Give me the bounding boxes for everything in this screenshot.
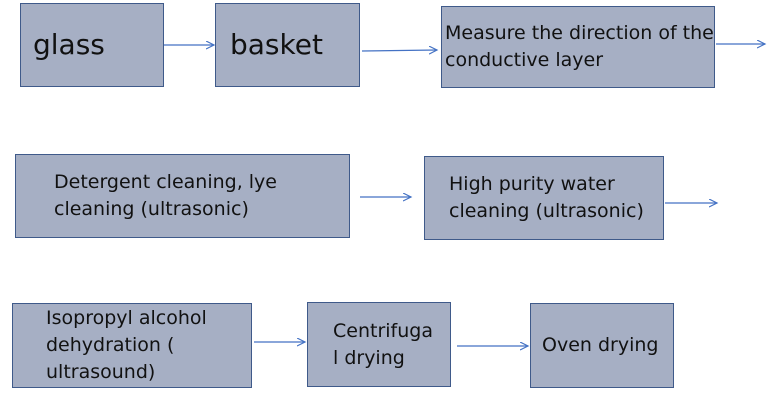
node-measure-label: Measure the direction of the conductive … [445,22,714,71]
node-detergent-label: Detergent cleaning, lye cleaning (ultras… [54,171,277,220]
node-high-purity-water: High purity water cleaning (ultrasonic) [424,156,664,240]
node-basket: basket [215,3,360,87]
node-basket-label: basket [230,28,323,61]
node-centrifugal-label: Centrifuga l drying [333,319,433,369]
node-ipa-label: Isopropyl alcohol dehydration ( ultrasou… [46,307,207,383]
node-glass: glass [20,3,164,87]
node-oven-label: Oven drying [542,334,659,356]
node-glass-label: glass [33,28,105,61]
node-isopropyl-alcohol: Isopropyl alcohol dehydration ( ultrasou… [12,303,252,388]
node-measure-conductive-layer: Measure the direction of the conductive … [441,6,715,88]
node-oven-drying: Oven drying [530,303,674,388]
arrow-basket-to-measure [361,50,437,51]
node-detergent-cleaning: Detergent cleaning, lye cleaning (ultras… [15,154,350,238]
node-water-label: High purity water cleaning (ultrasonic) [449,173,644,222]
node-centrifugal-drying: Centrifuga l drying [307,302,451,387]
